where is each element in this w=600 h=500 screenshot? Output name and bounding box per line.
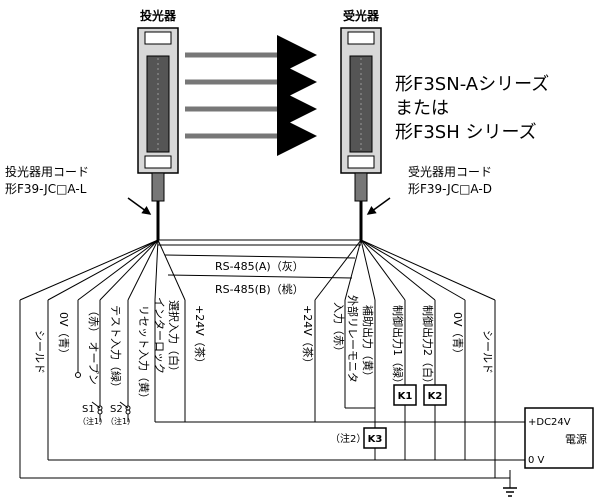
receiver-cord-model: 形F39-JC□A-D xyxy=(408,182,492,196)
s1-note: （注1） xyxy=(78,416,107,426)
receiver-aux-label: 補助出力（黄） xyxy=(361,305,375,382)
relay-k3 xyxy=(363,427,387,449)
emitter-interlock-select-label: 選択入力（白） xyxy=(167,300,181,377)
receiver-cord-label: 受光器用コード xyxy=(408,165,492,179)
emitter-wires xyxy=(19,239,361,460)
power-label: 電源 xyxy=(565,432,587,446)
receiver-edm-input-label: 入力（赤） xyxy=(332,302,345,357)
rs485b-label: RS-485(B)（桃） xyxy=(215,282,304,296)
emitter-cord-model: 形F39-JC□A-L xyxy=(5,182,87,196)
receiver-24v-label: +24V（茶） xyxy=(301,305,314,369)
rs485a-label: RS-485(A)（灰） xyxy=(215,259,304,273)
receiver-title: 受光器 xyxy=(343,8,380,23)
emitter-reset-label: リセット入力（黄） xyxy=(137,305,151,404)
receiver-out2-label: 制御出力2（白） xyxy=(421,305,435,389)
receiver-wires xyxy=(314,239,496,460)
emitter-test-label: テスト入力（緑） xyxy=(109,305,123,393)
s1-label: S1 xyxy=(82,404,95,415)
emitter-0v-label: 0V（青） xyxy=(57,312,70,360)
s2-label: S2 xyxy=(110,404,123,415)
series-line3: 形F3SH シリーズ xyxy=(395,122,537,143)
bus-lines xyxy=(19,400,525,488)
receiver-shield-label: シールド xyxy=(481,330,494,374)
receiver-0v-label: 0V（青） xyxy=(451,312,464,360)
k3-note: （注2） xyxy=(330,432,366,445)
switch-s1 xyxy=(91,401,103,415)
receiver-unit xyxy=(340,27,382,240)
emitter-shield-label: シールド xyxy=(33,330,46,374)
series-line1: 形F3SN-Aシリーズ xyxy=(395,74,549,95)
receiver-out1-label: 制御出力1（緑） xyxy=(391,305,405,389)
series-line2: または xyxy=(395,98,449,119)
ground-icon xyxy=(503,487,517,497)
emitter-title: 投光器 xyxy=(140,8,177,23)
k1-label: K1 xyxy=(398,391,413,402)
switch-s2 xyxy=(119,401,131,415)
emitter-24v-label: +24V（茶） xyxy=(193,305,206,369)
k2-label: K2 xyxy=(428,391,443,402)
power-supply xyxy=(524,407,594,469)
k3-label: K3 xyxy=(368,434,383,445)
emitter-cord-label: 投光器用コード xyxy=(5,164,89,179)
power-plus-label: +DC24V xyxy=(528,417,571,428)
relay-k2 xyxy=(423,384,447,406)
receiver-edm-label: 外部リレーモニタ xyxy=(346,295,360,383)
relay-k1 xyxy=(393,384,417,406)
s2-note: （注1） xyxy=(106,416,135,426)
beam-arrows xyxy=(185,35,317,156)
emitter-interlock-label: インターロック xyxy=(153,297,166,374)
emitter-open-label: （赤） オープン xyxy=(87,305,100,385)
rs485-wires xyxy=(164,254,356,279)
cord-pointer-arrows xyxy=(127,197,391,215)
emitter-unit xyxy=(137,27,179,240)
power-zero-label: 0 V xyxy=(528,455,545,466)
